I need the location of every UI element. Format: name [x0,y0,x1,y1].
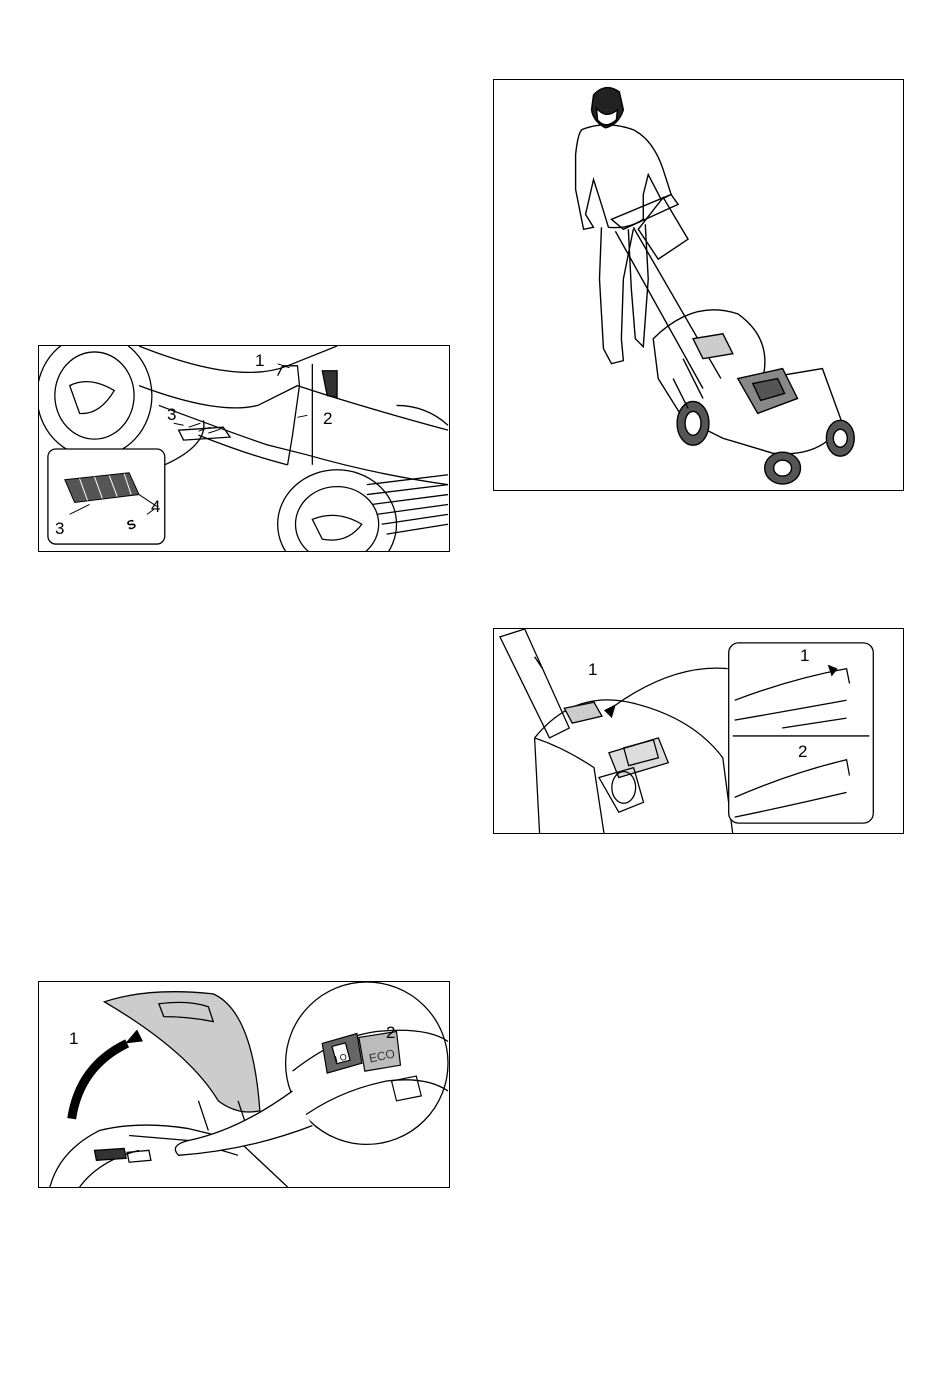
callout-3-inset: 3 [55,520,64,537]
flap-and-switch-illustration [39,982,449,1187]
figure-mowing-operator [493,79,904,491]
callout-1: 1 [69,1030,78,1047]
mowing-operator-illustration [494,80,903,490]
figure-height-adjustment: 1 2 3 3 4 S [38,345,450,552]
callout-2-inset: 2 [798,743,807,760]
callout-2: 2 [386,1024,395,1041]
callout-3: 3 [167,406,176,423]
figure-flap-and-switch: 1 2 I O ECO [38,981,450,1188]
height-adjustment-illustration [39,346,449,551]
callout-1: 1 [588,661,597,678]
grass-catcher-illustration [494,629,903,833]
callout-4: 4 [151,498,160,515]
callout-1-inset: 1 [800,647,809,664]
callout-2: 2 [323,410,332,427]
figure-grass-catcher-indicator: 1 1 2 [493,628,904,834]
callout-1: 1 [255,352,264,369]
